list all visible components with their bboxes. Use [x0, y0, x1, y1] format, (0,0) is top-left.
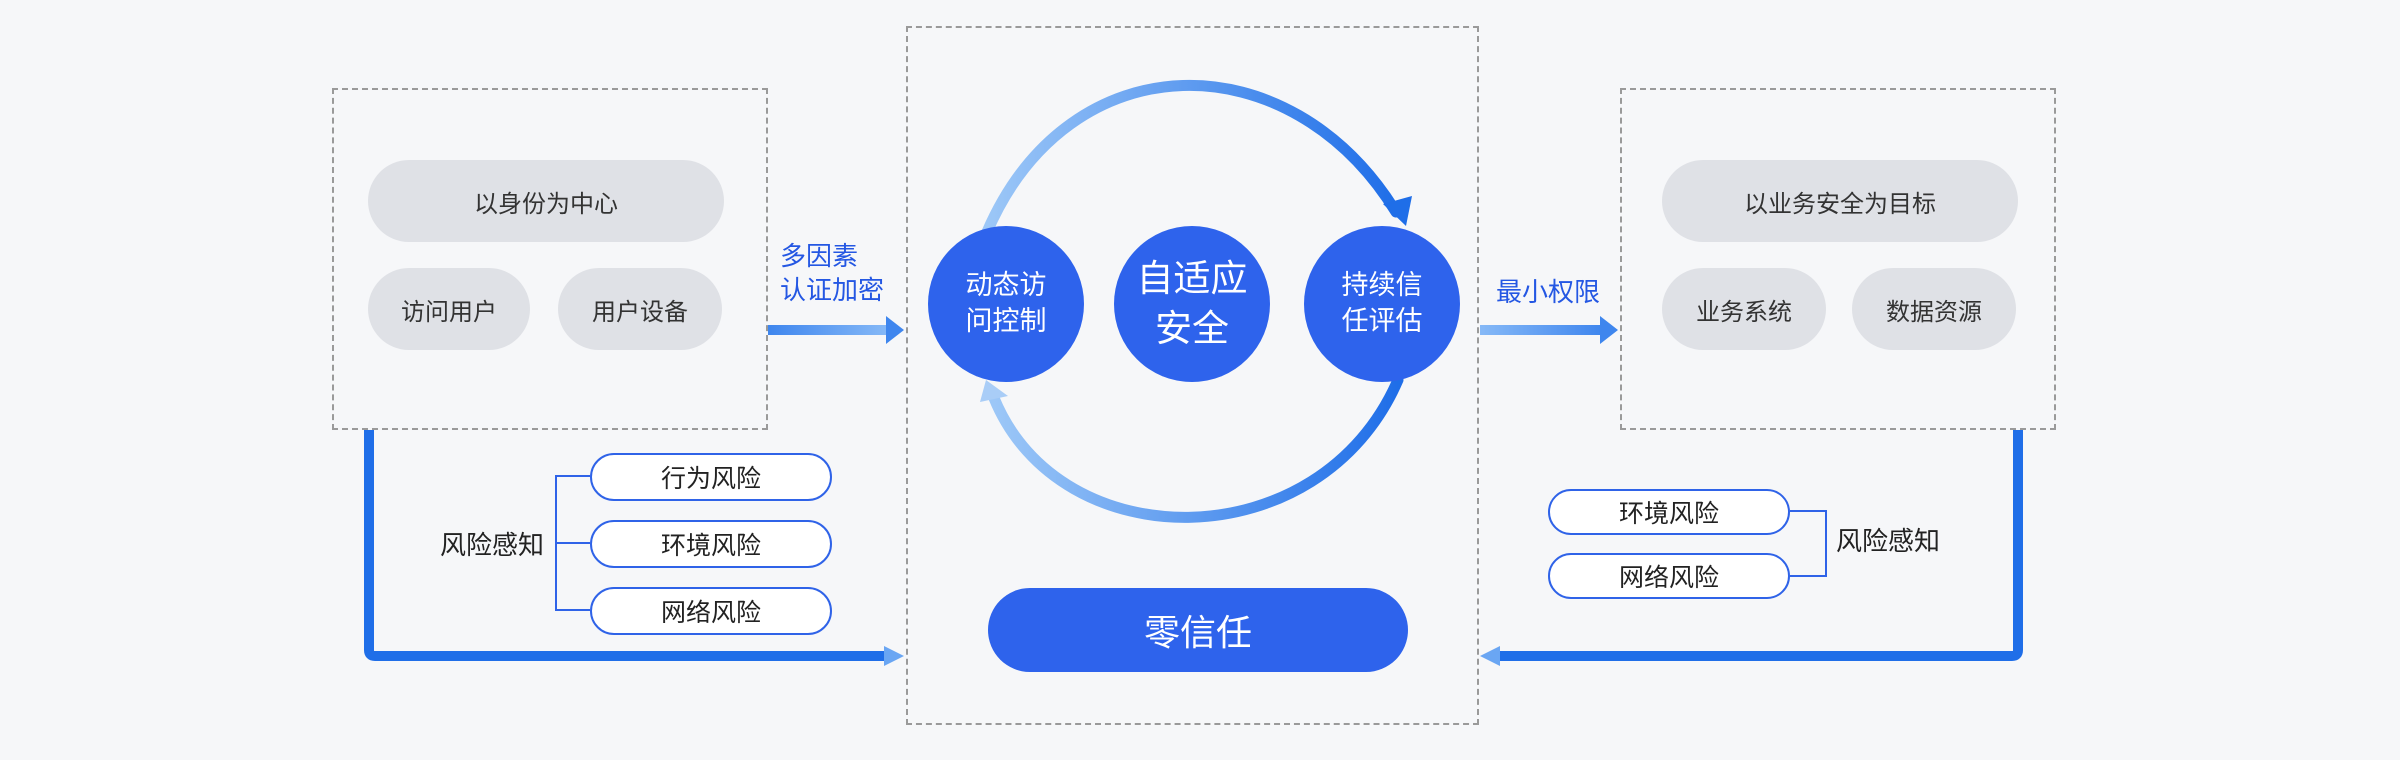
left-panel [332, 88, 768, 430]
right-risk-bracket [1790, 510, 1827, 577]
right-panel [1620, 88, 2056, 430]
circle-left-line1: 动态访 [965, 269, 1047, 301]
circle-middle-line1: 自适应 [1136, 257, 1248, 301]
right-risk-feedback-path [1500, 430, 2023, 661]
adaptive-security-circle: 自适应 安全 [1114, 226, 1270, 382]
identity-center-pill: 以身份为中心 [368, 160, 724, 242]
left-auth-arrowhead [886, 316, 904, 344]
auth-label-line1: 多因素 [780, 242, 859, 272]
circle-right-line1: 持续信 [1341, 269, 1423, 301]
zero-trust-banner: 零信任 [988, 588, 1408, 672]
top-cycle-arrowhead [1383, 196, 1412, 226]
center-panel [906, 26, 1479, 725]
circle-middle-line2: 安全 [1155, 307, 1229, 350]
dynamic-access-control-circle: 动态访 问控制 [928, 226, 1084, 382]
left-risk-feedback-path [364, 430, 884, 661]
right-risk-perception-label: 风险感知 [1836, 527, 1941, 557]
left-risk-perception-label: 风险感知 [440, 531, 545, 561]
right-priv-arrowhead [1600, 316, 1618, 344]
left-risk-item: 行为风险 [590, 453, 832, 501]
data-resource-pill: 数据资源 [1852, 268, 2016, 350]
left-risk-item: 环境风险 [590, 520, 832, 568]
left-risk-bracket [555, 475, 590, 611]
business-security-pill: 以业务安全为目标 [1662, 160, 2018, 242]
user-device-pill: 用户设备 [558, 268, 722, 350]
auth-label-line2: 认证加密 [780, 276, 885, 306]
right-risk-feedback-arrowhead [1480, 646, 1500, 666]
least-privilege-label: 最小权限 [1496, 278, 1601, 308]
circle-left-line2: 问控制 [965, 306, 1047, 337]
business-system-pill: 业务系统 [1662, 268, 1826, 350]
left-risk-item: 网络风险 [590, 587, 832, 635]
right-risk-item: 网络风险 [1548, 553, 1790, 599]
left-auth-arrow-shaft [768, 325, 888, 335]
left-risk-feedback-arrowhead [884, 646, 904, 666]
top-cycle-arc [981, 80, 1402, 238]
right-risk-item: 环境风险 [1548, 489, 1790, 535]
auth-encryption-label: 多因素 认证加密 [780, 240, 884, 308]
access-user-pill: 访问用户 [368, 268, 530, 350]
continuous-trust-eval-circle: 持续信 任评估 [1304, 226, 1460, 382]
bottom-cycle-arrowhead [980, 380, 1008, 402]
circle-right-line2: 任评估 [1341, 306, 1423, 337]
right-priv-arrow-shaft [1480, 325, 1602, 335]
bottom-cycle-arc [988, 374, 1404, 523]
